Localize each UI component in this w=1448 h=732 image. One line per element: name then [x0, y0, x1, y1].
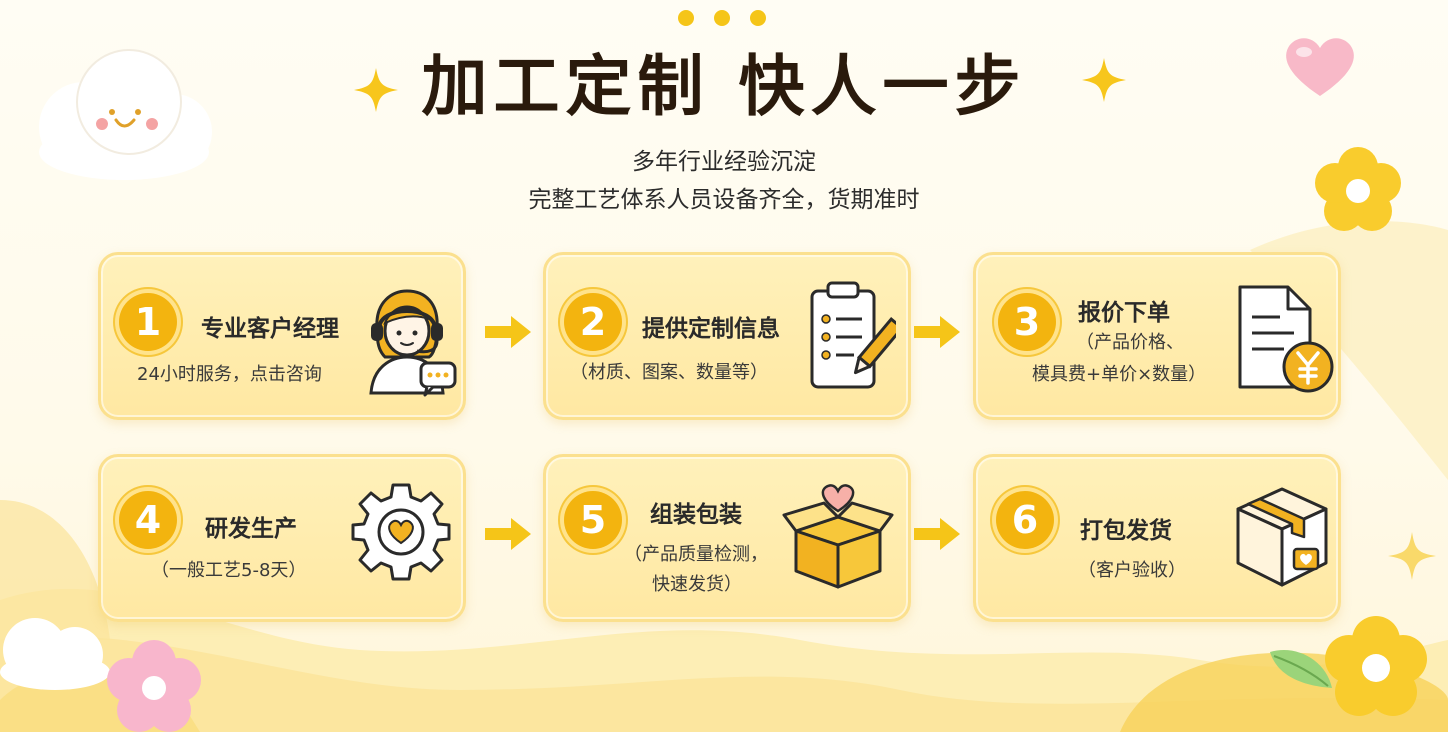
sparkle-icon — [1388, 532, 1436, 580]
pink-flower-icon — [107, 640, 201, 732]
step-card-6[interactable]: 6 打包发货 （客户验收） — [973, 454, 1341, 622]
step-description: 快速发货） — [652, 574, 742, 595]
heart-balloon-icon — [1286, 38, 1354, 96]
clipboard-pencil-icon — [810, 281, 896, 389]
dots-icon — [678, 10, 766, 26]
closed-box-icon — [1236, 487, 1328, 587]
step-card-1[interactable]: 1 专业客户经理 24小时服务，点击咨询 — [98, 252, 466, 420]
step-card-5[interactable]: 5 组装包装 （产品质量检测， 快速发货） — [543, 454, 911, 622]
gear-heart-icon — [351, 483, 451, 581]
yellow-flower-icon — [1325, 616, 1427, 716]
step-description: 模具费+单价×数量） — [1032, 364, 1207, 385]
step-description: （产品质量检测， — [624, 544, 768, 565]
cloud-icon — [0, 618, 110, 690]
step-number-badge: 3 — [998, 293, 1056, 351]
step-number-badge: 6 — [996, 491, 1054, 549]
customer-service-agent-icon — [369, 289, 457, 397]
arrow-right-icon — [914, 316, 960, 348]
sparkle-icon — [1082, 58, 1126, 102]
step-title: 研发生产 — [205, 516, 297, 542]
step-description: （材质、图案、数量等） — [570, 362, 768, 383]
step-card-4[interactable]: 4 研发生产 （一般工艺5-8天） — [98, 454, 466, 622]
document-yen-icon — [1238, 285, 1334, 393]
step-card-2[interactable]: 2 提供定制信息 （材质、图案、数量等） — [543, 252, 911, 420]
arrow-right-icon — [485, 518, 531, 550]
step-number-badge: 5 — [564, 491, 622, 549]
page-title: 加工定制 快人一步 — [421, 48, 1027, 125]
step-title: 报价下单 — [1078, 300, 1170, 326]
arrow-right-icon — [914, 518, 960, 550]
step-card-3[interactable]: 3 报价下单 （产品价格、 模具费+单价×数量） — [973, 252, 1341, 420]
step-number-badge: 2 — [564, 293, 622, 351]
step-description: （产品价格、 — [1076, 332, 1184, 353]
step-number-badge: 1 — [119, 293, 177, 351]
subtitle-line-1: 多年行业经验沉淀 — [632, 149, 816, 175]
step-title: 专业客户经理 — [201, 316, 339, 342]
sparkle-icon — [354, 68, 398, 112]
leaf-icon — [1270, 649, 1332, 688]
step-title: 打包发货 — [1080, 518, 1172, 544]
arrow-right-icon — [485, 316, 531, 348]
step-title: 提供定制信息 — [642, 316, 780, 342]
step-title: 组装包装 — [650, 502, 742, 528]
open-box-heart-icon — [782, 484, 894, 589]
step-description: （一般工艺5-8天） — [151, 560, 307, 581]
yellow-flower-icon — [1315, 147, 1401, 231]
subtitle-line-2: 完整工艺体系人员设备齐全，货期准时 — [528, 187, 920, 213]
step-description: 24小时服务，点击咨询 — [137, 364, 322, 385]
cloud-face-icon — [39, 49, 212, 180]
step-number-badge: 4 — [119, 491, 177, 549]
step-description: （客户验收） — [1078, 560, 1186, 581]
